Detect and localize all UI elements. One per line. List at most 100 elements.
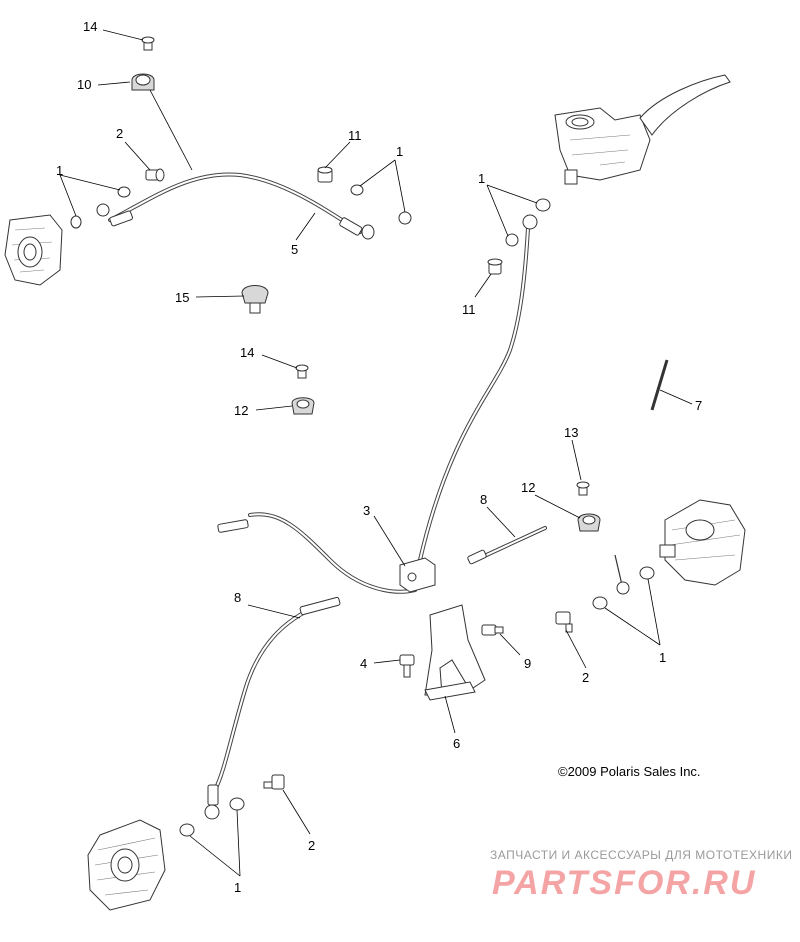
callout-1-top-left: 1	[56, 163, 63, 178]
clamp-10	[131, 73, 155, 91]
rigid-line-left	[248, 512, 417, 594]
hose-5-left-fitting	[96, 203, 133, 227]
leader-9	[499, 633, 521, 656]
main-brake-hose	[418, 226, 530, 562]
callout-14-top: 14	[83, 19, 97, 34]
hose-8-right-inner	[479, 527, 546, 559]
washer-1-d	[398, 211, 412, 225]
leader-1-tl-b	[59, 174, 77, 217]
junction-block-3	[399, 557, 436, 593]
caliper-front-left	[4, 214, 63, 286]
leader-2-lower	[282, 789, 311, 835]
leader-11-mid	[474, 273, 492, 298]
callout-4: 4	[360, 656, 367, 671]
watermark-logo: PARTSFOR.RU	[492, 864, 757, 902]
hose-5-right-fitting	[339, 217, 375, 240]
screw-14-mid	[295, 364, 309, 379]
callout-8-right: 8	[480, 492, 487, 507]
callout-1-right-upper: 1	[478, 171, 485, 186]
main-hose-banjo	[522, 214, 538, 230]
main-brake-hose-inner	[419, 227, 529, 561]
leader-12-right	[534, 494, 581, 519]
leader-2-top	[124, 141, 151, 171]
callout-5: 5	[291, 242, 298, 257]
leader-1-right-b	[647, 578, 661, 646]
bracket-6	[424, 604, 486, 701]
callout-12-right: 12	[521, 480, 535, 495]
bolt-11-top	[317, 166, 333, 183]
leader-8-lower	[247, 604, 301, 619]
washer-1-c	[350, 184, 364, 196]
hose-8-lower	[213, 600, 330, 792]
washer-1-f	[505, 233, 519, 247]
watermark-caption: ЗАПЧАСТИ И АКСЕССУАРЫ ДЛЯ МОТОТЕХНИКИ	[490, 848, 793, 862]
leader-4	[373, 659, 401, 664]
callout-10: 10	[77, 77, 91, 92]
bolt-4	[399, 654, 415, 678]
hose-8-right-fitting	[467, 549, 487, 565]
clip-15	[241, 285, 269, 314]
rear-caliper-banjo	[204, 784, 220, 820]
washer-1-g	[592, 596, 608, 610]
leader-8-right	[486, 506, 516, 538]
leader-12-left	[255, 405, 293, 411]
screw-14-top	[141, 36, 155, 51]
washer-1-a	[117, 186, 131, 198]
rigid-line-left-inner	[249, 513, 416, 593]
callout-8-lower: 8	[234, 590, 241, 605]
leader-1-lower-b	[236, 809, 241, 877]
leader-10	[97, 81, 131, 86]
leader-1-tr-b	[394, 159, 406, 213]
pin-7	[650, 359, 669, 411]
leader-1-right-a	[604, 607, 661, 646]
caliper-right	[659, 499, 746, 586]
callout-7: 7	[695, 398, 702, 413]
leader-1-lower-a	[189, 835, 241, 877]
washer-1-b	[70, 215, 82, 229]
callout-2-lower: 2	[308, 838, 315, 853]
hose-5-inner	[109, 173, 361, 233]
leader-3	[373, 515, 406, 567]
leader-1-tl-a	[59, 174, 121, 191]
screw-13	[576, 481, 590, 496]
right-caliper-banjo	[616, 581, 630, 595]
leader-15	[195, 295, 245, 298]
callout-1-right: 1	[659, 650, 666, 665]
hose-8-lower-inner	[214, 601, 329, 791]
leader-1-ru-b	[486, 184, 509, 237]
copyright-notice: ©2009 Polaris Sales Inc.	[558, 764, 701, 779]
banjo-bolt-2-lower	[263, 774, 285, 790]
hose-5	[108, 172, 362, 234]
callout-1-top-right: 1	[396, 144, 403, 159]
washer-1-e	[535, 198, 551, 212]
callout-15: 15	[175, 290, 189, 305]
callout-1-lower: 1	[234, 880, 241, 895]
callout-9: 9	[524, 656, 531, 671]
callout-14-mid: 14	[240, 345, 254, 360]
clamp-12-right	[577, 513, 601, 532]
leader-14-top	[102, 29, 144, 41]
leader-7	[659, 389, 693, 405]
master-cylinder-lever	[554, 74, 731, 185]
leader-5	[295, 212, 316, 241]
callout-11-top: 11	[348, 128, 362, 143]
washer-1-i	[229, 797, 245, 811]
rigid-line-left-fitting	[217, 519, 249, 533]
callout-11-mid: 11	[462, 302, 476, 317]
leader-14-mid	[261, 354, 298, 369]
callout-2-top: 2	[116, 126, 123, 141]
right-caliper-line	[614, 554, 623, 586]
bolt-11-mid	[487, 258, 503, 275]
banjo-bolt-2-right	[555, 611, 573, 633]
leader-1-tr-a	[359, 159, 396, 187]
banjo-bolt-2-top	[145, 168, 165, 182]
bolt-9	[481, 624, 504, 636]
callout-13: 13	[564, 425, 578, 440]
leader-10-hose	[149, 89, 193, 171]
caliper-rear	[87, 819, 166, 911]
callout-2-right: 2	[582, 670, 589, 685]
clamp-12-left	[291, 397, 315, 415]
leader-2-right	[565, 629, 587, 669]
callout-6: 6	[453, 736, 460, 751]
washer-1-j	[179, 823, 195, 837]
